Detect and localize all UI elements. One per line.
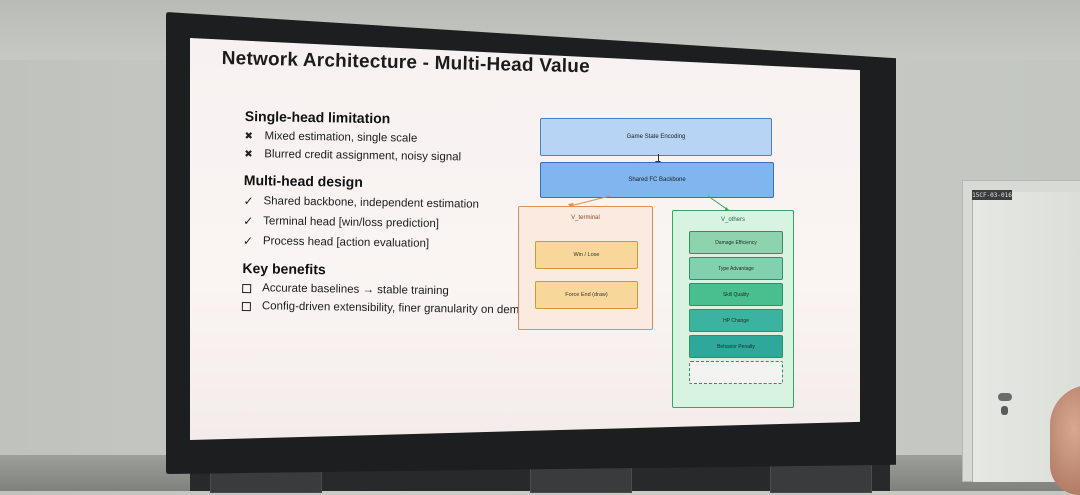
- section-single-head: Single-head limitation ✖ Mixed estimatio…: [244, 108, 565, 165]
- bullet-item: ✓ Terminal head [win/loss prediction]: [243, 214, 563, 233]
- bullet-text: Shared backbone, independent estimation: [263, 195, 480, 211]
- slide-content: Single-head limitation ✖ Mixed estimatio…: [241, 108, 565, 329]
- section-heading: Single-head limitation: [244, 108, 391, 127]
- checkbox-square-icon: [242, 283, 252, 293]
- door-handle-icon: [998, 393, 1012, 401]
- arrow-to-terminal: [569, 195, 611, 207]
- bullet-item: Config-driven extensibility, finer granu…: [241, 300, 562, 317]
- others-item-box: Behavior Penalty: [689, 335, 783, 358]
- section-heading: Key benefits: [242, 259, 326, 278]
- checkmark-icon: ✓: [242, 233, 254, 249]
- force-end-box: Force End (draw): [535, 281, 638, 309]
- presentation-slide: Network Architecture - Multi-Head Value …: [190, 38, 860, 440]
- checkmark-icon: ✓: [243, 193, 254, 209]
- shared-backbone-box: Shared FC Backbone: [540, 162, 774, 198]
- arrow-to-others: [707, 195, 729, 211]
- bullet-text: Terminal head [win/loss prediction]: [263, 215, 440, 231]
- door-sign: 15CF-03-016: [972, 190, 1012, 200]
- others-item-box: Damage Efficiency: [689, 231, 783, 254]
- game-state-encoding-box: Game State Encoding: [540, 118, 772, 156]
- section-multi-head: Multi-head design ✓ Shared backbone, ind…: [243, 172, 564, 253]
- terminal-head-box: V_terminal Win / Lose Force End (draw): [518, 206, 653, 330]
- checkbox-square-icon: [241, 301, 251, 311]
- bullet-text: Blurred credit assignment, noisy signal: [264, 148, 462, 164]
- bullet-item: ✓ Process head [action evaluation]: [243, 234, 563, 253]
- bullet-text: Mixed estimation, single scale: [264, 130, 418, 145]
- section-key-benefits: Key benefits Accurate baselines → stable…: [241, 259, 563, 317]
- others-item-box-empty: [689, 361, 783, 384]
- terminal-head-label: V_terminal: [571, 215, 600, 221]
- bullet-text: Config-driven extensibility, finer granu…: [261, 300, 539, 317]
- bullet-text: Accurate baselines → stable training: [262, 282, 449, 298]
- others-item-box: HP Change: [689, 309, 783, 332]
- architecture-diagram: Game State Encoding Shared FC Backbone V…: [518, 118, 850, 418]
- bullet-item: ✓ Shared backbone, independent estimatio…: [243, 194, 563, 213]
- checkmark-icon: ✓: [243, 213, 254, 229]
- bullet-item: ✖ Blurred credit assignment, noisy signa…: [244, 148, 564, 165]
- section-heading: Multi-head design: [243, 171, 363, 190]
- arrowhead-icon: [568, 203, 574, 208]
- bullet-item: ✖ Mixed estimation, single scale: [244, 130, 564, 147]
- bullet-item: Accurate baselines → stable training: [242, 282, 562, 299]
- bullet-text: Process head [action evaluation]: [262, 235, 430, 250]
- x-icon: ✖: [244, 130, 254, 142]
- others-head-box: V_others Damage Efficiency Type Advantag…: [672, 210, 794, 408]
- x-icon: ✖: [244, 148, 253, 160]
- person-partial: [1050, 385, 1080, 495]
- others-item-box: Skill Quality: [689, 283, 783, 306]
- others-item-box: Type Advantage: [689, 257, 783, 280]
- win-lose-box: Win / Lose: [535, 241, 638, 269]
- others-head-label: V_others: [720, 217, 745, 223]
- door-lock-icon: [1001, 406, 1008, 415]
